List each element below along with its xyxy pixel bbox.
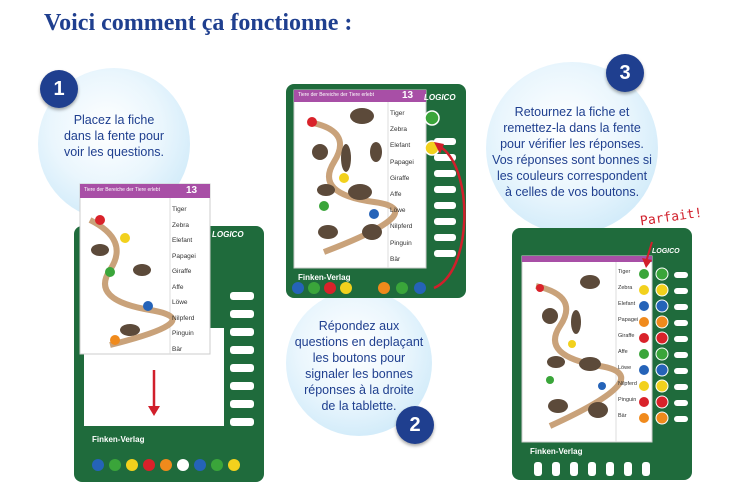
svg-text:Finken-Verlag: Finken-Verlag <box>92 435 145 444</box>
animal-label: Pinguin <box>618 397 637 403</box>
animal-label: Löwe <box>618 365 632 371</box>
step-3-badge: 3 <box>606 54 644 92</box>
card-2-heading: Tiere der Bereiche der Tiere erlebt <box>298 92 374 98</box>
animal-label: Pinguin <box>390 239 412 247</box>
animal-label: Giraffe <box>390 174 410 182</box>
animal-label: Nilpferd <box>390 223 413 231</box>
animal-label: Nilpferd <box>172 314 195 322</box>
step-1-line: Placez la fiche <box>73 113 155 127</box>
animal-label: Affe <box>618 349 628 355</box>
step-2-line: Répondez aux <box>318 319 400 333</box>
animal-label: Papagei <box>618 317 639 323</box>
step-2-text: Répondez aux questions en deplaçant les … <box>292 318 426 414</box>
step-2-line: signaler les bonnes <box>305 367 413 381</box>
tablet-step-1: Finken-Verlag 13 Tiere der Bereiche der … <box>70 180 270 485</box>
animal-label: Bär <box>390 255 401 263</box>
animal-label: Nilpferd <box>618 381 637 387</box>
tablet-1-illustration: Finken-Verlag <box>74 183 264 482</box>
step-2-line: les boutons pour <box>312 351 406 365</box>
animal-label: Affe <box>172 283 184 291</box>
animal-label: Löwe <box>172 299 188 306</box>
animal-label: Zebra <box>390 126 407 134</box>
step-2-badge: 2 <box>396 406 434 444</box>
step-3-line: pour vérifier les réponses. <box>500 137 644 151</box>
step-1-line: voir les questions. <box>63 145 165 159</box>
card-3-animal-list: Tiger Zebra Elefant Papagei Giraffe Affe… <box>618 264 640 424</box>
tablet-3-illustration: Finken-Verlag <box>512 228 692 480</box>
step-1-badge: 1 <box>40 70 78 108</box>
svg-text:Finken-Verlag: Finken-Verlag <box>298 273 351 282</box>
animal-label: Bär <box>618 413 627 419</box>
animal-label: Pinguin <box>172 330 194 337</box>
animal-label: Affe <box>390 191 402 199</box>
card-2-number: 13 <box>402 90 414 101</box>
animal-label: Giraffe <box>618 333 635 339</box>
tablet-step-3: Finken-Verlag Tiger Zebra Elefant Papage… <box>510 226 696 484</box>
animal-label: Tiger <box>618 269 631 275</box>
step-3-text: Retournez la fiche et remettez-la dans l… <box>488 104 656 200</box>
animal-label: Elefant <box>172 237 193 244</box>
animal-label: Giraffe <box>172 268 192 275</box>
tablet-step-2: Finken-Verlag 13 Tiere der Bereiche der … <box>284 82 470 302</box>
tablet-3-logo: LOGICO <box>652 248 680 255</box>
animal-label: Tiger <box>172 206 187 213</box>
card-1-number: 13 <box>186 185 198 196</box>
animal-label: Papagei <box>172 252 196 260</box>
card-1-heading: Tiere der Bereiche der Tiere erlebt <box>84 187 160 193</box>
card-2-animal-list: Tiger Zebra Elefant Papagei Giraffe Affe… <box>390 106 426 268</box>
step-1-line: dans la fente pour <box>63 129 165 143</box>
tablet-2-logo: LOGICO <box>424 93 456 102</box>
animal-label: Tiger <box>390 110 405 117</box>
animal-label: Zebra <box>172 221 189 229</box>
svg-text:Finken-Verlag: Finken-Verlag <box>530 447 583 456</box>
tablet-1-logo: LOGICO <box>212 230 244 239</box>
animal-label: Elefant <box>618 301 636 307</box>
step-2-line: de la tablette. <box>321 399 397 413</box>
animal-label: Papagei <box>390 158 414 166</box>
page-title: Voici comment ça fonctionne : <box>44 10 353 36</box>
card-1-animal-list: Tiger Zebra Elefant Papagei Giraffe Affe… <box>172 202 208 357</box>
tablet-2-illustration: Finken-Verlag <box>286 84 466 298</box>
step-2-line: réponses à la droite <box>304 383 414 397</box>
step-3-line: à celles de vos boutons. <box>504 185 640 199</box>
step-3-line: Vos réponses sont bonnes si <box>492 153 652 167</box>
step-3-line: les couleurs correspondent <box>496 169 648 183</box>
step-2-line: questions en deplaçant <box>294 335 424 349</box>
step-1-text: Placez la fiche dans la fente pour voir … <box>54 112 174 160</box>
animal-label: Löwe <box>390 207 406 215</box>
animal-label: Zebra <box>618 285 633 291</box>
step-3-line: remettez-la dans la fente <box>503 121 641 135</box>
step-3-line: Retournez la fiche et <box>514 105 630 119</box>
animal-label: Elefant <box>390 142 411 150</box>
animal-label: Bär <box>172 345 183 353</box>
